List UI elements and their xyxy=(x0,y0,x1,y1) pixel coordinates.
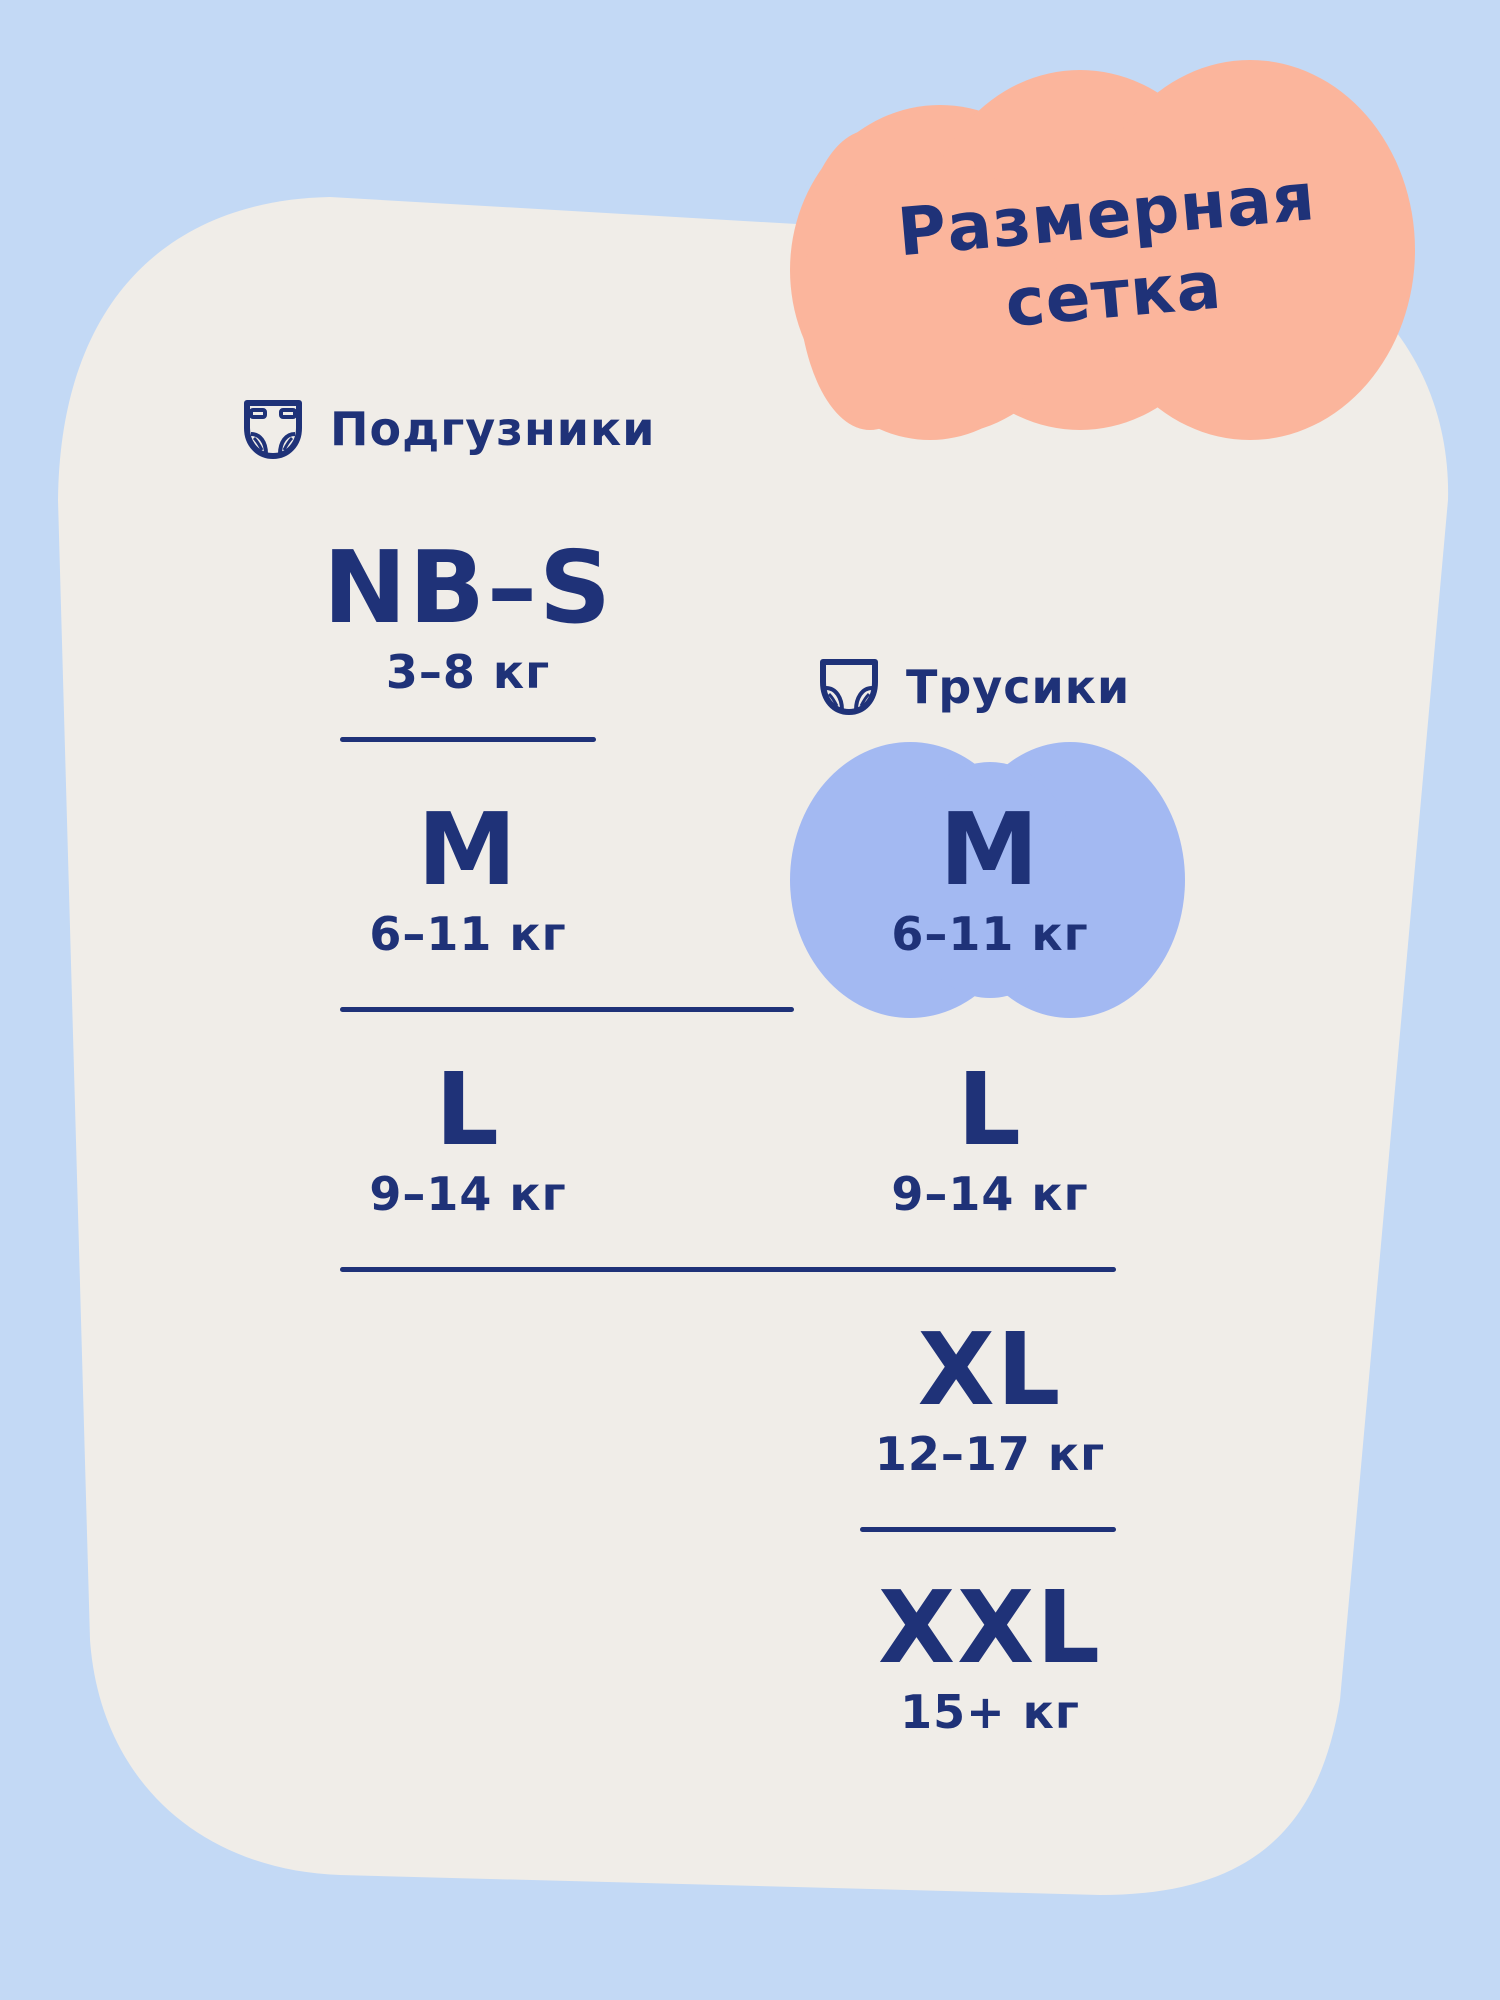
size-code: L xyxy=(435,1051,501,1168)
size-weight: 3–8 кг xyxy=(385,645,551,699)
size-code: XL xyxy=(917,1311,1063,1428)
size-code: NB–S xyxy=(323,529,613,646)
size-weight: 15+ кг xyxy=(900,1685,1080,1739)
divider xyxy=(340,737,596,742)
size-weight: 9–14 кг xyxy=(369,1167,567,1221)
pants-size-xxl: XXL 15+ кг xyxy=(840,1578,1140,1740)
pants-size-xl: XL 12–17 кг xyxy=(840,1320,1140,1482)
pants-header: Трусики xyxy=(818,656,1130,718)
size-weight: 12–17 кг xyxy=(874,1427,1106,1481)
diapers-header: Подгузники xyxy=(242,398,655,460)
size-code: M xyxy=(417,791,519,908)
diaper-size-nb-s: NB–S 3–8 кг xyxy=(318,538,618,700)
diaper-icon xyxy=(244,400,302,459)
size-weight: 6–11 кг xyxy=(369,907,567,961)
diapers-label: Подгузники xyxy=(330,402,656,456)
size-weight: 9–14 кг xyxy=(891,1167,1089,1221)
size-code: L xyxy=(957,1051,1023,1168)
pants-size-m: M 6–11 кг xyxy=(840,800,1140,962)
divider xyxy=(340,1007,794,1012)
pants-size-l: L 9–14 кг xyxy=(840,1060,1140,1222)
pants-icon xyxy=(820,659,878,715)
diaper-size-m: M 6–11 кг xyxy=(318,800,618,962)
size-code: XXL xyxy=(878,1569,1102,1686)
divider xyxy=(340,1267,1116,1272)
pants-label: Трусики xyxy=(906,660,1131,714)
size-weight: 6–11 кг xyxy=(891,907,1089,961)
diaper-size-l: L 9–14 кг xyxy=(318,1060,618,1222)
size-code: M xyxy=(939,791,1041,908)
divider xyxy=(860,1527,1116,1532)
